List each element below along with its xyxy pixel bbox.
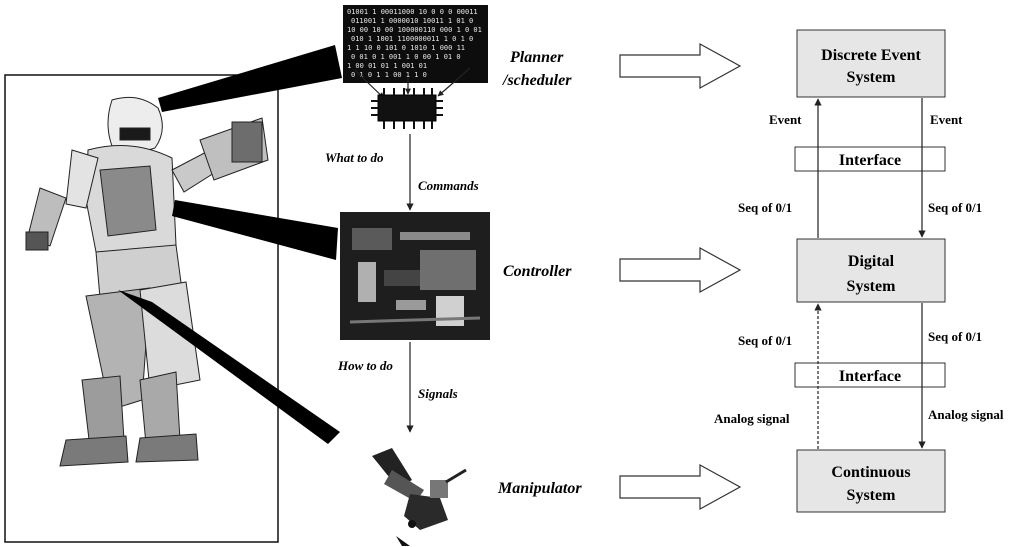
hollow-arrow-planner [619, 42, 742, 90]
humanoid-robot-illustration [25, 96, 269, 467]
robot-photo-panel [4, 74, 279, 543]
interface-top-label: Interface [839, 152, 901, 169]
binary-digit-line: 1 00 01 01 1 001 01 [347, 62, 427, 70]
interface-band-bottom [794, 362, 946, 388]
how-to-do-label: How to do [337, 358, 393, 373]
binary-digit-line: 1 1 10 0 101 0 1010 1 000 11 [347, 44, 465, 52]
binary-digit-line: 0 01 0 1 001 1 0 00 1 01 0 [351, 53, 461, 61]
continuous-system-box [796, 449, 946, 513]
seq-label-left-lower: Seq of 0/1 [738, 333, 792, 348]
analog-label-right: Analog signal [928, 407, 1004, 422]
beam-to-controller-board [172, 200, 338, 260]
digital-system-label-line1: Digital [848, 253, 895, 270]
event-label-left: Event [769, 112, 802, 127]
discrete-event-system-label-line2: System [847, 69, 897, 86]
binary-digit-line: 10 00 10 00 100000110 000 1 0 01 [347, 26, 482, 34]
binary-digit-line: 011001 1 0000010 10011 1 01 0 [351, 17, 473, 25]
hollow-arrow-manipulator [619, 463, 742, 511]
beam-to-manipulator [118, 290, 340, 444]
discrete-event-system-label-line1: Discrete Event [821, 47, 921, 64]
signals-label: Signals [418, 386, 458, 401]
projection-beams [118, 45, 342, 444]
controller-board-image [340, 212, 490, 340]
controller-label: Controller [503, 263, 572, 280]
binary-digit-line: 010 1 1001 1100000011 1 0 1 0 [351, 35, 473, 43]
flow-curve-right-icon [437, 67, 471, 97]
interface-band-top [794, 146, 946, 172]
continuous-system-label-line2: System [847, 487, 897, 504]
binary-digit-line: 01001 1 00011000 10 0 0 0 00011 [347, 8, 478, 16]
beam-to-processor [158, 45, 342, 112]
microchip-icon [371, 88, 443, 129]
scheduler-label: /scheduler [502, 72, 572, 89]
analog-label-left: Analog signal [714, 411, 790, 426]
manipulator-arm-image [372, 448, 467, 546]
seq-label-left-upper: Seq of 0/1 [738, 200, 792, 215]
manipulator-label: Manipulator [497, 480, 582, 497]
commands-label: Commands [418, 178, 479, 193]
binary-data-block [343, 5, 488, 83]
planner-label: Planner [509, 49, 564, 66]
seq-label-right-upper: Seq of 0/1 [928, 200, 982, 215]
event-label-right: Event [930, 112, 963, 127]
hollow-arrow-controller [619, 246, 742, 294]
digital-system-label-line2: System [847, 278, 897, 295]
seq-label-right-lower: Seq of 0/1 [928, 329, 982, 344]
discrete-event-system-box [796, 29, 946, 98]
interface-bottom-label: Interface [839, 368, 901, 385]
what-to-do-label: What to do [325, 150, 384, 165]
binary-digit-line: 0 1 0 1 1 00 1 1 0 [351, 71, 427, 79]
digital-system-box [796, 238, 946, 303]
continuous-system-label-line1: Continuous [831, 464, 910, 481]
